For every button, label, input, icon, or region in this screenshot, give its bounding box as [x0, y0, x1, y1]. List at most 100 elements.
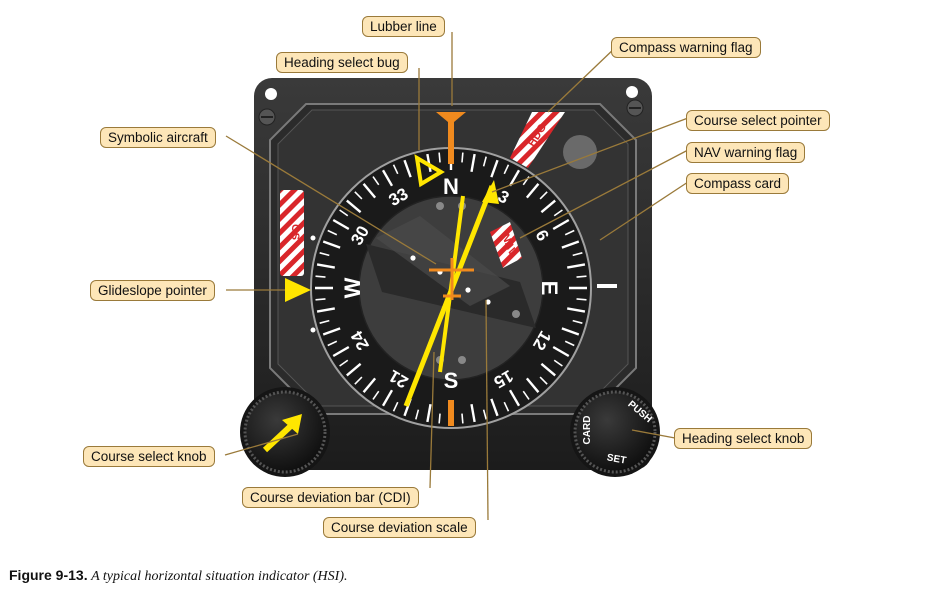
compass-tick — [327, 229, 338, 236]
compass-tick — [540, 199, 556, 214]
caption-label: Figure 9-13. — [9, 567, 88, 583]
compass-tick — [553, 359, 563, 367]
gs-warning-flag: GS — [280, 190, 304, 276]
label-heading-select-bug: Heading select bug — [276, 52, 408, 73]
compass-tick — [403, 159, 412, 178]
compass-tick — [539, 191, 548, 200]
knob-set-text: SET — [606, 452, 627, 466]
label-compass-card: Compass card — [686, 173, 790, 194]
index-mark-right — [597, 284, 617, 288]
compass-tick — [482, 156, 487, 167]
compass-tick — [461, 152, 464, 163]
compass-tick — [346, 362, 362, 377]
caption-text: A typical horizontal situation indicator… — [91, 569, 348, 584]
compass-tick — [392, 401, 399, 412]
compass-tick — [322, 240, 341, 249]
compass-tick — [362, 377, 377, 393]
compass-tick — [576, 275, 587, 278]
compass-tick — [482, 409, 487, 420]
compass-tick — [381, 169, 394, 187]
compass-tick — [322, 327, 341, 336]
compass-tick — [566, 263, 586, 269]
compass-tick — [525, 377, 540, 393]
compass-tick — [372, 176, 380, 186]
compass-tick — [438, 152, 441, 163]
compass-tick — [564, 340, 575, 347]
compass-tick — [372, 390, 380, 400]
compass-tick — [316, 307, 336, 313]
symbolic-aircraft — [429, 258, 474, 300]
compass-tick — [553, 209, 563, 217]
compass-tick — [508, 389, 521, 407]
compass-tick — [561, 327, 580, 336]
compass-tick — [354, 191, 363, 200]
compass-tick — [564, 229, 575, 236]
compass-tick — [327, 340, 338, 347]
compass-tick — [540, 362, 556, 377]
knob-card-text: CARD — [582, 416, 593, 445]
compass-tick — [426, 403, 432, 423]
compass-tick — [315, 298, 326, 301]
label-course-deviation-scale: Course deviation scale — [323, 517, 476, 538]
label-heading-select-knob: Heading select knob — [674, 428, 813, 449]
cardinal-s: S — [444, 368, 459, 393]
compass-tick — [346, 199, 362, 214]
compass-tick — [539, 376, 548, 385]
compass-tick — [438, 413, 441, 424]
compass-tick — [525, 183, 540, 199]
course-select-knob[interactable] — [240, 387, 330, 477]
compass-tick — [561, 240, 580, 249]
compass-tick — [490, 398, 499, 417]
compass-tick — [552, 345, 570, 358]
compass-tick — [552, 218, 570, 231]
cardinal-w: W — [340, 277, 365, 298]
glideslope-dots — [310, 235, 316, 333]
compass-tick — [339, 359, 349, 367]
compass-tick — [522, 390, 530, 400]
compass-tick — [566, 307, 586, 313]
cardinal-n: N — [443, 174, 459, 199]
compass-tick — [319, 319, 330, 324]
nav-warning-flag: NAV — [490, 222, 522, 268]
glideslope-pointer — [285, 278, 311, 302]
compass-tick — [319, 252, 330, 257]
compass-tick — [503, 401, 510, 412]
figure-caption: Figure 9-13. A typical horizontal situat… — [9, 567, 348, 585]
label-symbolic-aircraft: Symbolic aircraft — [100, 127, 216, 148]
compass-tick — [339, 209, 349, 217]
label-compass-warning-flag: Compass warning flag — [611, 37, 761, 58]
gs-flag-text: GS — [289, 224, 301, 240]
compass-tick — [576, 298, 587, 301]
compass-tick — [381, 389, 394, 407]
compass-tick — [470, 403, 476, 423]
lubber-line — [436, 112, 466, 426]
cardinal-e: E — [537, 281, 562, 296]
leader-lines — [224, 32, 689, 521]
label-course-select-knob: Course select knob — [83, 446, 215, 467]
heading-select-bug — [414, 154, 445, 188]
compass-tick — [392, 164, 399, 175]
compass-tick — [490, 159, 499, 178]
compass-ticks — [315, 152, 587, 424]
compass-tick — [461, 413, 464, 424]
compass-tick — [572, 252, 583, 257]
compass-tick — [415, 409, 420, 420]
light-sensor — [563, 135, 597, 169]
heading-select-knob[interactable]: PUSH CARD SET — [570, 387, 660, 477]
compass-tick — [315, 275, 326, 278]
case-screws — [258, 86, 644, 126]
compass-tick — [362, 183, 377, 199]
label-course-select-pointer: Course select pointer — [686, 110, 830, 131]
deviation-dots — [410, 255, 491, 305]
compass-tick — [332, 218, 350, 231]
compass-tick — [316, 263, 336, 269]
compass-warning-flag: HDG — [510, 112, 565, 168]
label-glideslope-pointer: Glideslope pointer — [90, 280, 215, 301]
compass-tick — [572, 319, 583, 324]
compass-tick — [332, 345, 350, 358]
compass-tick — [470, 153, 476, 173]
compass-tick — [508, 169, 521, 187]
label-lubber-line: Lubber line — [362, 16, 445, 37]
compass-tick — [503, 164, 510, 175]
